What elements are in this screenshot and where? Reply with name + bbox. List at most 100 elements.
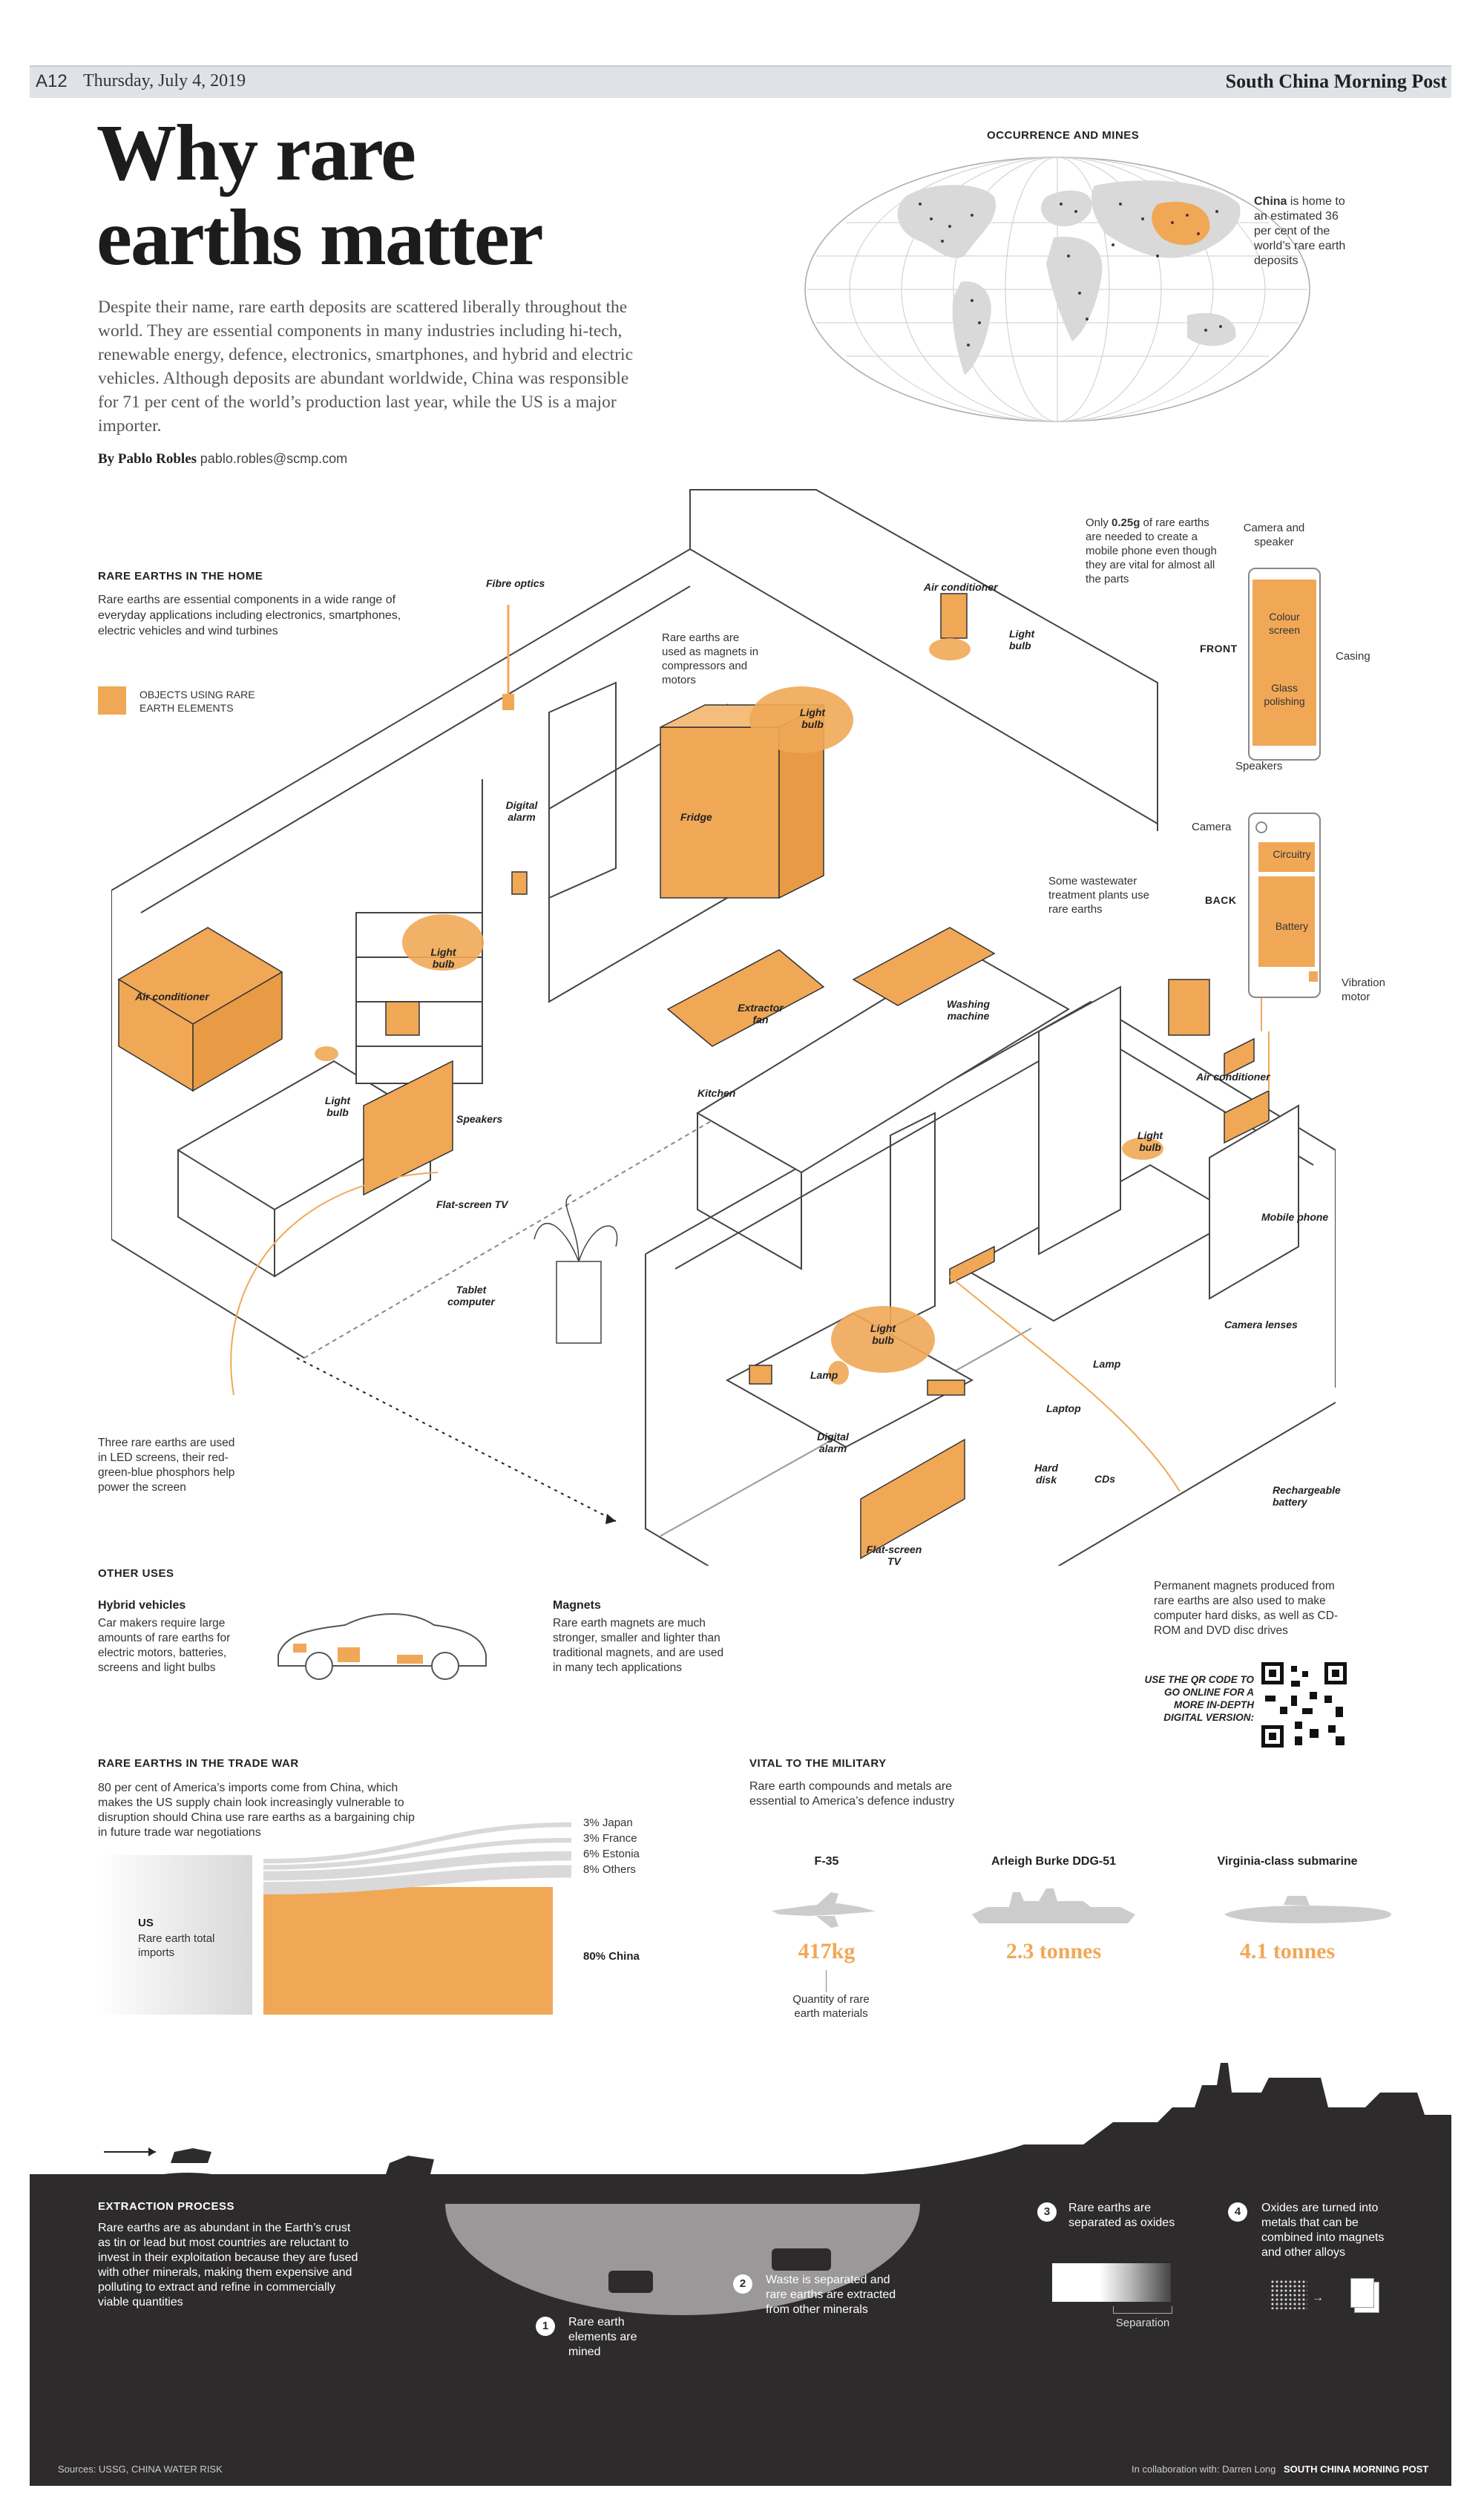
us-label: US: [138, 1917, 154, 1929]
led-note: Three rare earths are used in LED screen…: [98, 1437, 235, 1494]
separation-label: Separation: [1115, 2317, 1170, 2329]
hybrid-text: Car makers require large amounts of rare…: [98, 1617, 231, 1674]
byline-email[interactable]: pablo.robles@scmp.com: [200, 451, 348, 466]
label-light-bulb-top: Light bulb: [1009, 628, 1035, 652]
label-light-bulb-left: Light bulb: [324, 1095, 351, 1118]
share-france: 3% France: [583, 1832, 637, 1845]
label-fridge: Fridge: [680, 811, 712, 823]
phone-circuitry: Circuitry: [1273, 848, 1311, 860]
label-tablet: Tablet computer: [447, 1284, 495, 1307]
qty-leader: [826, 1970, 827, 1992]
hybrid-title: Hybrid vehicles: [98, 1599, 186, 1612]
label-light-bulb-kitchen: Light bulb: [799, 706, 826, 730]
qty-note: Quantity of rare earth materials: [792, 1993, 870, 2020]
label-lamp-1: Lamp: [810, 1369, 838, 1381]
label-speakers: Speakers: [456, 1113, 503, 1125]
f35-name: F-35: [814, 1855, 839, 1868]
house-illustration: [111, 489, 1336, 1566]
other-uses-heading: OTHER USES: [98, 1567, 174, 1580]
home-text: Rare earths are essential components in …: [98, 594, 401, 637]
page-title: Why rare earths matter: [96, 109, 544, 280]
magnets-drives-note: Permanent magnets produced from rare ear…: [1154, 1580, 1339, 1637]
military-heading: VITAL TO THE MILITARY: [749, 1757, 887, 1770]
share-japan: 3% Japan: [583, 1817, 633, 1829]
phone-front-label: FRONT: [1200, 643, 1238, 654]
sources: Sources: USSG, CHINA WATER RISK: [58, 2464, 223, 2475]
label-cds: CDs: [1094, 1473, 1116, 1485]
home-heading: RARE EARTHS IN THE HOME: [98, 570, 263, 583]
label-extractor-fan: Extractor fan: [738, 1002, 784, 1025]
step-1-badge: 1: [536, 2317, 555, 2336]
f35-value: 417kg: [798, 1939, 856, 1963]
label-hard-disk: Hard disk: [1034, 1462, 1058, 1486]
oxide-dots: [1270, 2280, 1307, 2309]
label-washing-machine: Washing machine: [946, 998, 991, 1022]
issue-date: Thursday, July 4, 2019: [83, 71, 246, 91]
step-4-badge: 4: [1228, 2202, 1247, 2222]
phone-camera-label: Camera: [1192, 821, 1232, 833]
phone-note-pre: Only: [1086, 516, 1109, 529]
label-air-conditioner-right: Air conditioner: [1196, 1071, 1270, 1083]
magnets-title: Magnets: [553, 1599, 601, 1612]
label-flat-screen-1: Flat-screen TV: [436, 1198, 508, 1210]
phone-note-amount: 0.25g: [1112, 516, 1140, 529]
page-number: A12: [36, 71, 68, 91]
sub-name: Virginia-class submarine: [1217, 1855, 1358, 1868]
label-digital-alarm-2: Digital alarm: [817, 1431, 849, 1454]
extraction-heading: EXTRACTION PROCESS: [98, 2200, 235, 2213]
phone-note: Only 0.25g of rare earths are needed to …: [1086, 516, 1219, 586]
qr-code[interactable]: [1261, 1662, 1347, 1748]
trade-flow-3: [263, 1851, 571, 1881]
separation-graphic: [1052, 2263, 1171, 2302]
china-note: China is home to an estimated 36 per cen…: [1254, 194, 1358, 269]
extraction-text: Rare earths are as abundant in the Earth…: [98, 2222, 358, 2308]
label-digital-alarm-1: Digital alarm: [505, 799, 538, 823]
label-wastewater: Some wastewater treatment plants use rar…: [1048, 875, 1149, 916]
masthead: South China Morning Post: [1225, 70, 1447, 92]
us-sub: Rare earth total imports: [138, 1932, 215, 1959]
trade-text: 80 per cent of America’s imports come fr…: [98, 1782, 415, 1839]
trade-flow-1: [263, 1822, 571, 1864]
label-rechargeable: Rechargeable battery: [1273, 1484, 1341, 1508]
step-3-text: Rare earths are separated as oxides: [1068, 2202, 1175, 2229]
ddg-value: 2.3 tonnes: [1005, 1939, 1102, 1963]
step-4-text: Oxides are turned into metals that can b…: [1261, 2202, 1385, 2259]
legend-label: OBJECTS USING RARE EARTH ELEMENTS: [139, 689, 255, 714]
byline: By Pablo Robles pablo.robles@scmp.com: [98, 451, 347, 467]
phone-back: [1248, 813, 1321, 998]
label-laptop: Laptop: [1046, 1402, 1081, 1414]
phone-back-label: BACK: [1205, 894, 1237, 906]
label-magnets-note: Rare earths are used as magnets in compr…: [662, 631, 759, 686]
phone-casing-label: Casing: [1336, 650, 1370, 663]
car-illustration: [278, 1613, 487, 1680]
sub-value: 4.1 tonnes: [1239, 1939, 1336, 1963]
qr-note: USE THE QR CODE TO GO ONLINE FOR A MORE …: [1144, 1674, 1254, 1723]
label-light-bulb-bedroom: Light bulb: [870, 1322, 896, 1346]
label-air-conditioner-left: Air conditioner: [135, 991, 209, 1002]
phone-speakers-label: Speakers: [1235, 760, 1283, 772]
step-3-badge: 3: [1037, 2202, 1057, 2222]
phone-glass-polishing: Glass polishing: [1264, 682, 1305, 707]
truck: [772, 2248, 831, 2271]
legend-swatch: [98, 686, 126, 715]
byline-author: By Pablo Robles: [98, 451, 197, 467]
label-flat-screen-2: Flat-screen TV: [866, 1543, 922, 1567]
label-fibre-optics: Fibre optics: [486, 577, 545, 589]
trade-flow-2: [263, 1837, 571, 1870]
metal-bars: [1350, 2278, 1374, 2308]
title-line-1: Why rare: [96, 109, 416, 197]
separation-bracket: [1113, 2306, 1172, 2314]
phone-front: [1248, 568, 1321, 761]
label-kitchen: Kitchen: [697, 1087, 736, 1099]
label-camera-lenses: Camera lenses: [1224, 1319, 1298, 1330]
label-light-bulb-right: Light bulb: [1137, 1129, 1163, 1153]
label-air-conditioner-top: Air conditioner: [924, 581, 998, 593]
phone-camera-speaker-label: Camera and speaker: [1243, 522, 1305, 548]
step-1-text: Rare earth elements are mined: [568, 2316, 637, 2358]
trade-flow-4: [263, 1865, 571, 1894]
label-lamp-2: Lamp: [1093, 1358, 1121, 1370]
footer-paper: SOUTH CHINA MORNING POST: [1284, 2464, 1429, 2475]
china-share-bar: [263, 1887, 553, 2015]
step-2-text: Waste is separated and rare earths are e…: [766, 2274, 896, 2316]
map-heading: OCCURRENCE AND MINES: [987, 129, 1140, 142]
